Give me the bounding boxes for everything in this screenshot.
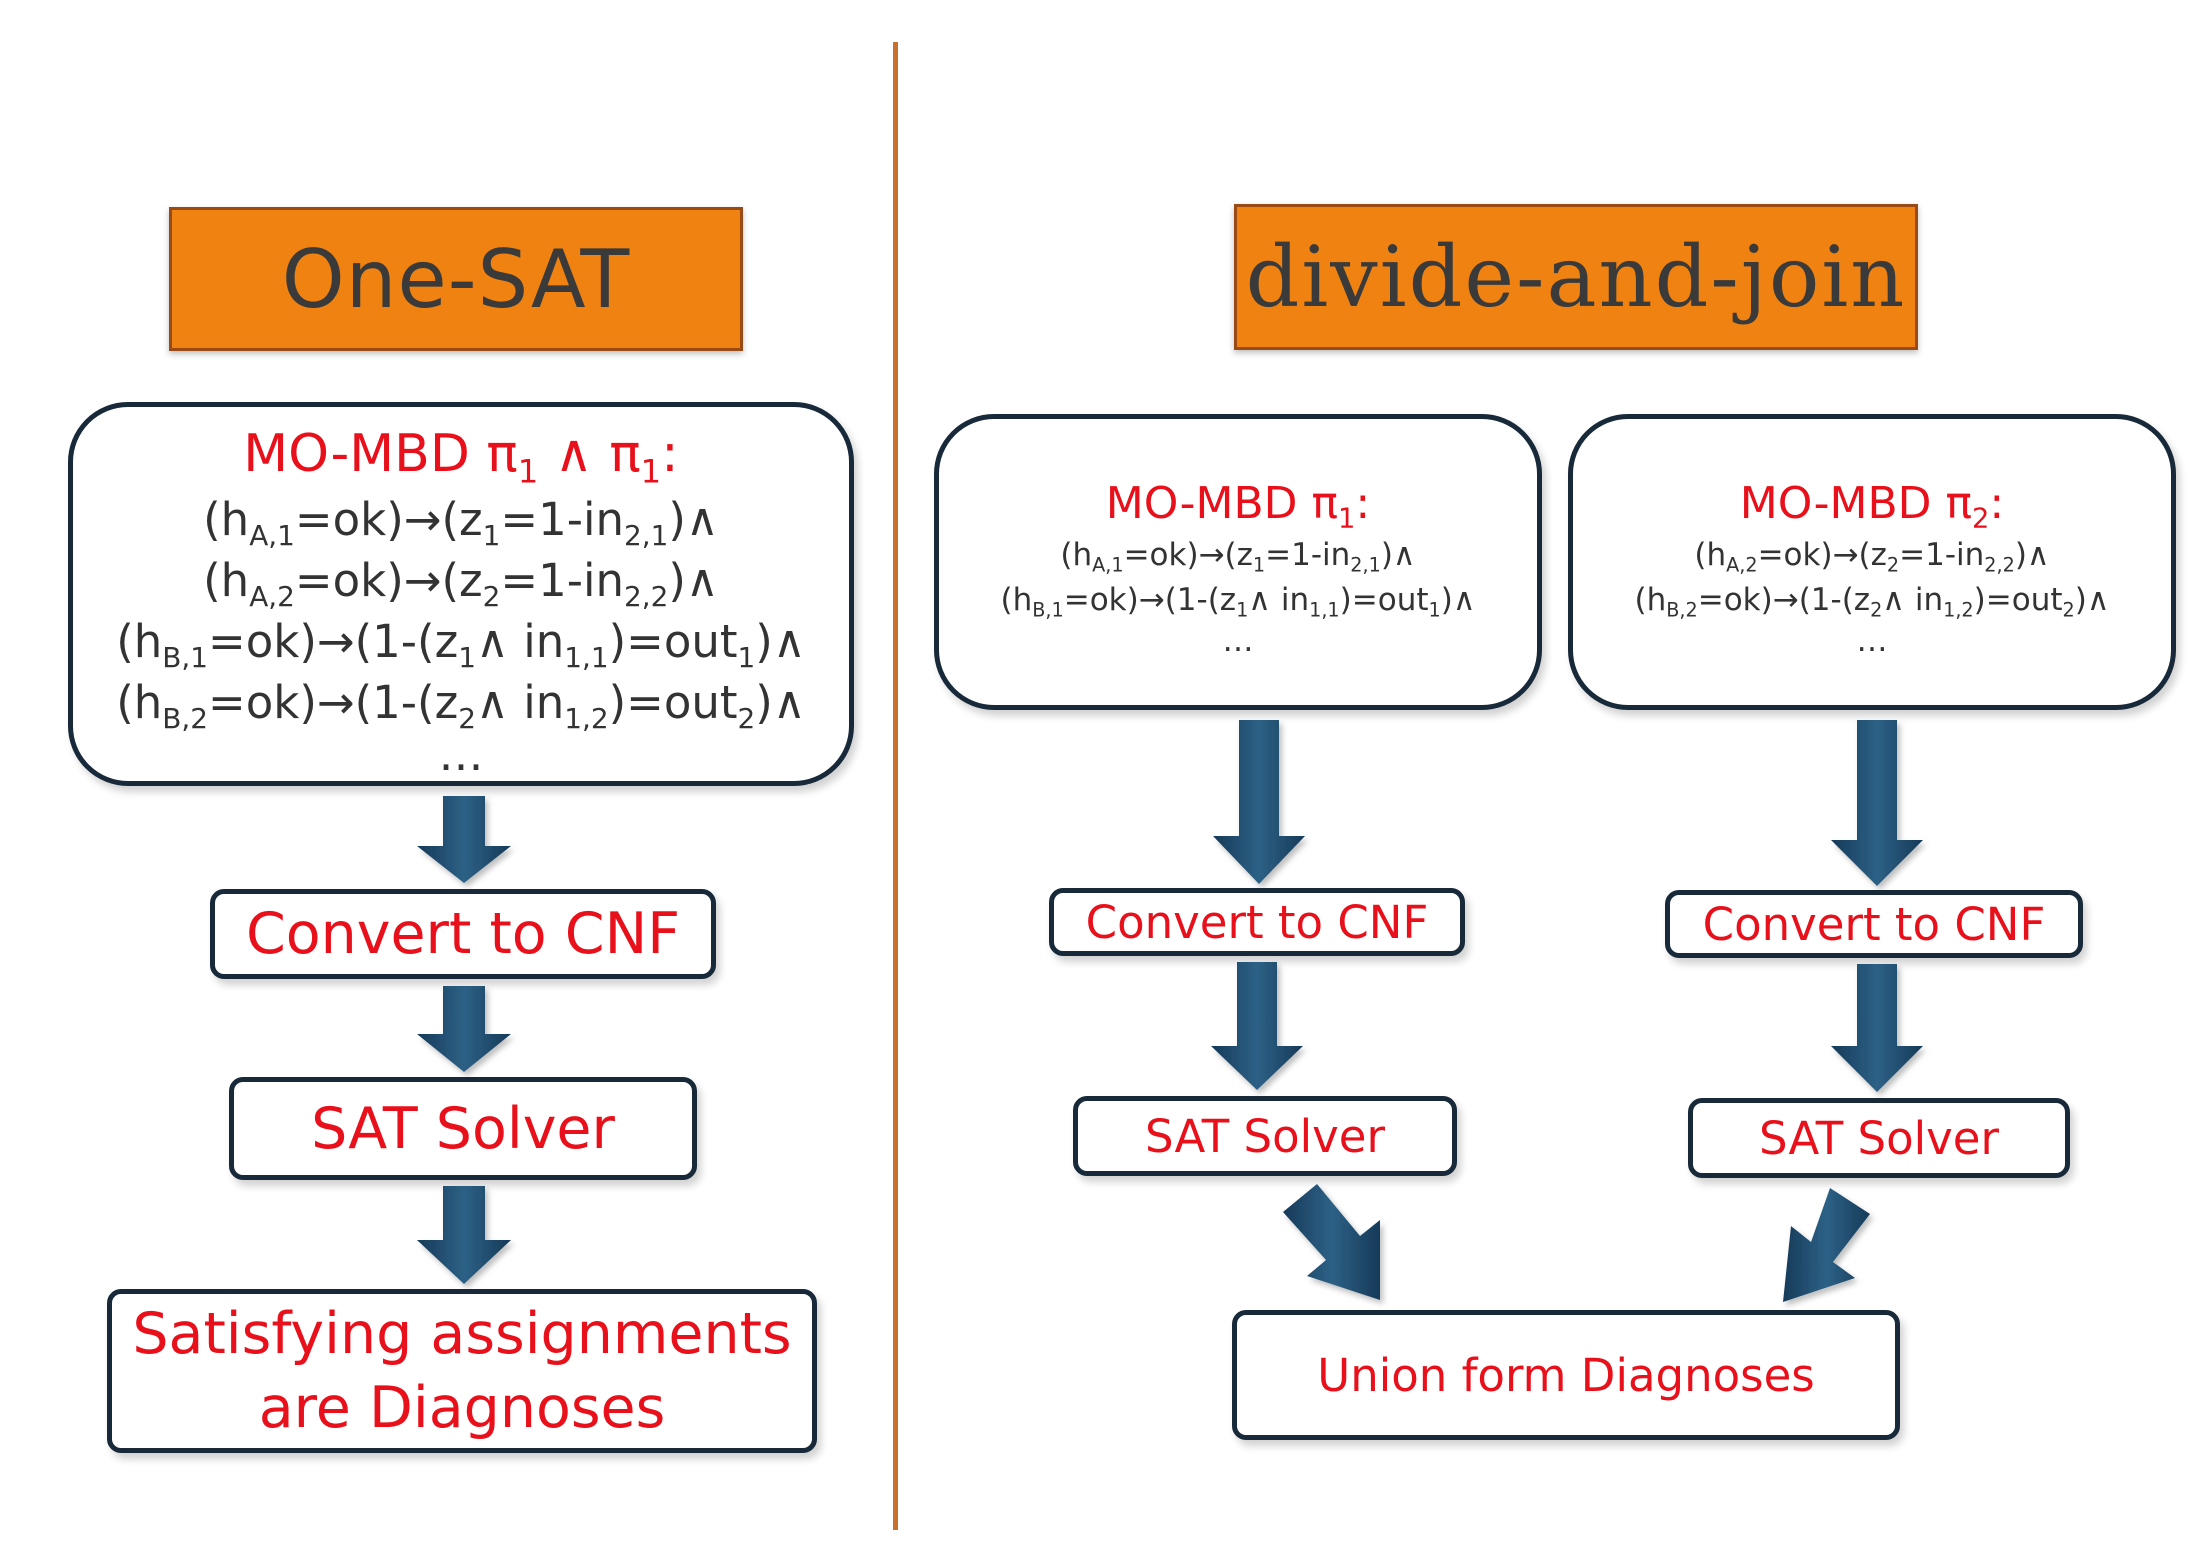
one-sat-arrow-formula-to-cnf xyxy=(417,796,511,883)
branch-2-solver-box: SAT Solver xyxy=(1688,1098,2070,1178)
one-sat-result-box: Satisfying assignments are Diagnoses xyxy=(107,1289,817,1453)
one-sat-formula-line-4: (hB,2=ok)→(1-(z2∧ in1,2)=out2)∧ xyxy=(116,676,806,735)
one-sat-title-text: One-SAT xyxy=(281,232,631,326)
union-diagnoses-label: Union form Diagnoses xyxy=(1317,1348,1815,1402)
branch-2-formula-line-1: (hA,2=ok)→(z2=1-in2,2)∧ xyxy=(1694,537,2050,577)
branch-1-solver-label: SAT Solver xyxy=(1145,1109,1385,1163)
divide-and-join-title: divide-and-join xyxy=(1234,204,1918,350)
one-sat-formula-head: MO-MBD π1 ∧ π1: xyxy=(243,424,679,491)
one-sat-formula-box: MO-MBD π1 ∧ π1: (hA,1=ok)→(z1=1-in2,1)∧ … xyxy=(68,402,854,786)
one-sat-formula-line-1: (hA,1=ok)→(z1=1-in2,1)∧ xyxy=(203,493,719,552)
one-sat-solver-label: SAT Solver xyxy=(311,1095,615,1162)
one-sat-arrow-cnf-to-solver xyxy=(417,986,511,1072)
one-sat-formula-line-2: (hA,2=ok)→(z2=1-in2,2)∧ xyxy=(203,554,719,613)
one-sat-convert-cnf-box: Convert to CNF xyxy=(210,889,716,979)
branch-2-formula-head: MO-MBD π2: xyxy=(1739,478,2005,535)
branch-1-formula-head: MO-MBD π1: xyxy=(1105,478,1371,535)
branch-1-formula-line-1: (hA,1=ok)→(z1=1-in2,1)∧ xyxy=(1060,537,1416,577)
branch-2-solver-label: SAT Solver xyxy=(1759,1111,1999,1165)
branch-2-convert-cnf-box: Convert to CNF xyxy=(1665,890,2083,958)
one-sat-title: One-SAT xyxy=(169,207,743,351)
branch-1-formula-ellipsis: … xyxy=(1222,623,1254,659)
branch-2-formula-box: MO-MBD π2: (hA,2=ok)→(z2=1-in2,2)∧ (hB,2… xyxy=(1568,414,2176,710)
branch-1-formula-box: MO-MBD π1: (hA,1=ok)→(z1=1-in2,1)∧ (hB,1… xyxy=(934,414,1542,710)
branch-1-arrow-formula-to-cnf xyxy=(1213,720,1305,884)
branch-1-arrow-solver-to-union xyxy=(1283,1184,1380,1300)
one-sat-formula-ellipsis: … xyxy=(438,728,484,781)
branch-2-arrow-formula-to-cnf xyxy=(1831,720,1923,886)
branch-1-arrow-cnf-to-solver xyxy=(1211,962,1303,1090)
one-sat-formula-line-3: (hB,1=ok)→(1-(z1∧ in1,1)=out1)∧ xyxy=(116,615,806,674)
divide-and-join-title-text: divide-and-join xyxy=(1245,228,1907,326)
branch-1-solver-box: SAT Solver xyxy=(1073,1096,1457,1176)
branch-1-convert-cnf-label: Convert to CNF xyxy=(1085,895,1429,949)
one-sat-result-line-1: Satisfying assignments xyxy=(132,1301,792,1367)
branch-2-convert-cnf-label: Convert to CNF xyxy=(1702,897,2046,951)
branch-2-arrow-solver-to-union xyxy=(1783,1188,1870,1302)
branch-1-formula-line-2: (hB,1=ok)→(1-(z1∧ in1,1)=out1)∧ xyxy=(1000,582,1476,622)
union-diagnoses-box: Union form Diagnoses xyxy=(1232,1310,1900,1440)
one-sat-result-line-2: are Diagnoses xyxy=(258,1375,666,1441)
branch-2-arrow-cnf-to-solver xyxy=(1831,964,1923,1092)
branch-1-convert-cnf-box: Convert to CNF xyxy=(1049,888,1465,956)
branch-2-formula-line-2: (hB,2=ok)→(1-(z2∧ in1,2)=out2)∧ xyxy=(1634,582,2110,622)
one-sat-solver-box: SAT Solver xyxy=(229,1077,697,1180)
one-sat-arrow-solver-to-result xyxy=(417,1186,511,1284)
one-sat-convert-cnf-label: Convert to CNF xyxy=(245,901,681,967)
branch-2-formula-ellipsis: … xyxy=(1856,623,1888,659)
column-divider xyxy=(893,42,898,1530)
